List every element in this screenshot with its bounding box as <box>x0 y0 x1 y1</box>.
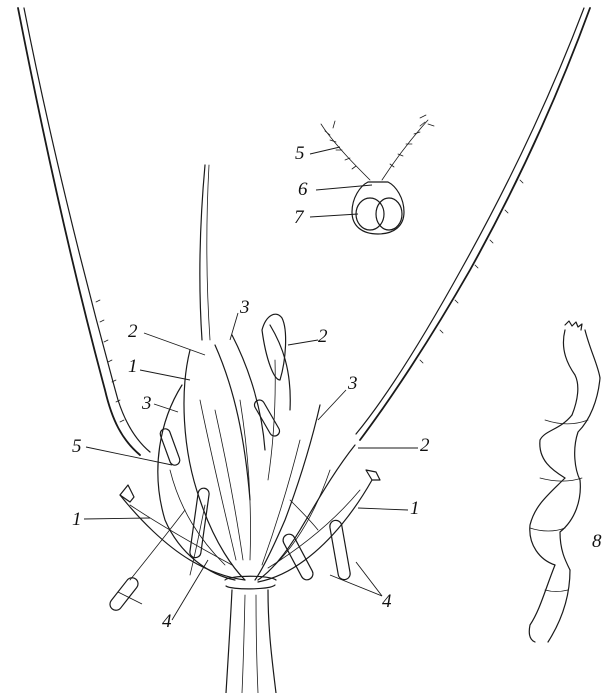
callout-3-right: 3 <box>348 374 358 393</box>
callout-4-right: 4 <box>382 592 392 611</box>
pistil-inset <box>321 115 434 234</box>
callout-2-right: 2 <box>318 327 328 346</box>
callout-2-left: 2 <box>128 322 138 341</box>
stem <box>225 576 276 693</box>
callout-8-rachis: 8 <box>592 532 602 551</box>
callout-2-far-right: 2 <box>420 436 430 455</box>
callout-leaders <box>84 147 418 620</box>
rachis-inset <box>529 321 600 642</box>
right-involucral-bract <box>356 8 590 440</box>
callout-6-style: 6 <box>298 180 308 199</box>
callout-5-stigma: 5 <box>295 144 305 163</box>
callout-1-upper-left: 1 <box>128 357 138 376</box>
callout-1-left: 1 <box>72 510 82 529</box>
callout-7-ovary: 7 <box>294 208 304 227</box>
callout-3-upper: 3 <box>240 298 250 317</box>
callout-3-left: 3 <box>142 394 152 413</box>
callout-1-right: 1 <box>410 499 420 518</box>
left-involucral-bract <box>18 8 150 455</box>
callout-5-lower: 5 <box>72 437 82 456</box>
central-awn <box>200 165 210 340</box>
spikelet-cluster <box>120 314 380 582</box>
callout-4-left: 4 <box>162 612 172 631</box>
